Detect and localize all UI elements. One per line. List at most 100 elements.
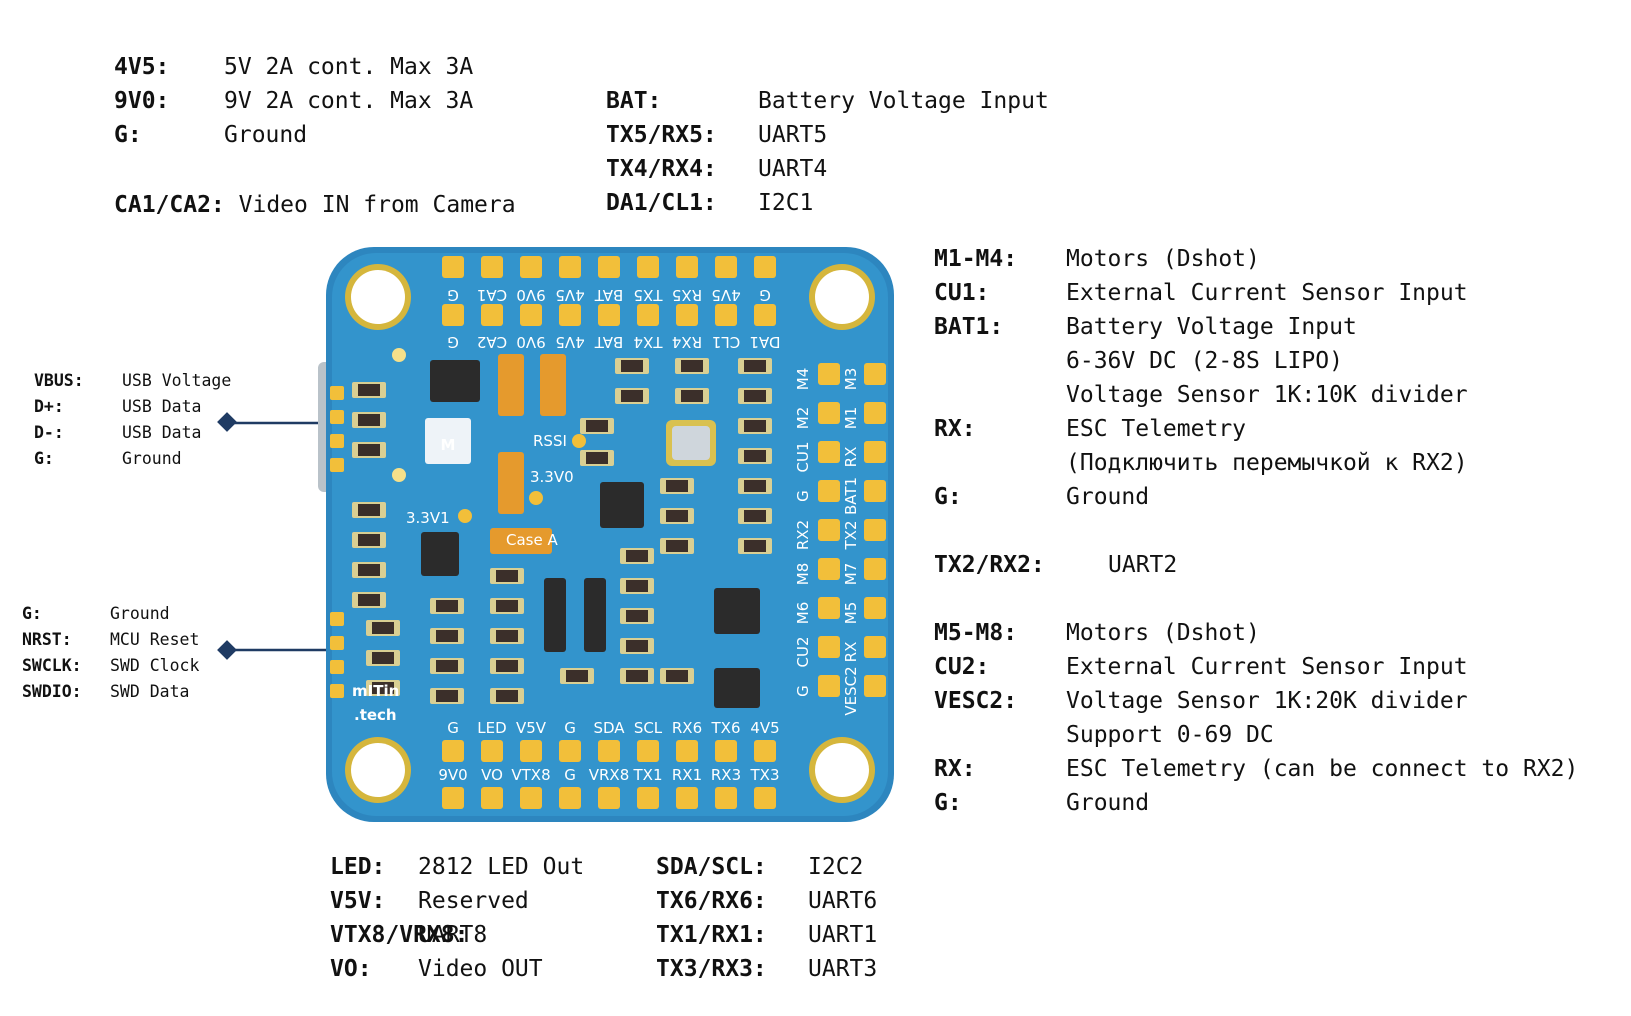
silk-right-1: M8	[794, 563, 812, 586]
silk-right-1: G	[794, 490, 812, 502]
legend-value: UART3	[808, 956, 878, 982]
legend-value: USB Data	[122, 423, 202, 442]
silk-top-1: BAT	[594, 286, 623, 304]
legend-row: VTX8/VRX8:UART8	[330, 922, 487, 948]
silk-right-1: M4	[794, 368, 812, 391]
pad-top-2	[481, 304, 503, 326]
legend-row: G:Ground	[934, 484, 1149, 510]
silk-right-2: TX2	[842, 521, 860, 551]
pad-right-2	[864, 636, 886, 658]
legend-value: I2C1	[758, 190, 814, 216]
pad-bottom-2	[442, 787, 464, 809]
pad-bottom-1	[754, 740, 776, 762]
legend-value: USB Data	[122, 397, 202, 416]
usb-pointer-diamond	[217, 412, 237, 432]
smd-resistor	[660, 478, 694, 494]
legend-value: USB Voltage	[122, 371, 232, 390]
pad-right-1	[818, 480, 840, 502]
smd-resistor	[660, 668, 694, 684]
legend-row: VO:Video OUT	[330, 956, 543, 982]
silk-top-1: 4V5	[711, 286, 740, 304]
smd-resistor	[560, 668, 594, 684]
pad-top-2	[754, 304, 776, 326]
swd-pointer-diamond	[217, 640, 237, 660]
legend-key: D-:	[34, 423, 64, 442]
legend-value: ESC Telemetry (can be connect to RX2)	[1066, 756, 1579, 782]
legend-value: UART2	[1108, 552, 1178, 578]
silk-bottom-1: 4V5	[750, 719, 779, 737]
silk-top-1: RX5	[672, 286, 702, 304]
legend-value: Ground	[122, 449, 182, 468]
legend-row: VBUS:USB Voltage	[34, 371, 231, 390]
pad-top-1	[598, 256, 620, 278]
smd-resistor	[620, 608, 654, 624]
legend-key: D+:	[34, 397, 64, 416]
legend-value: UART1	[808, 922, 878, 948]
legend-key: RX:	[934, 416, 976, 442]
legend-row: TX6/RX6:UART6	[656, 888, 877, 914]
legend-row: 4V5:5V 2A cont. Max 3A	[114, 54, 473, 80]
legend-row: TX2/RX2:UART2	[934, 552, 1177, 578]
legend-row: D+: USB Data	[34, 397, 201, 416]
smd-resistor	[620, 668, 654, 684]
legend-key: LED:	[330, 854, 386, 880]
smd-resistor	[490, 568, 524, 584]
legend-row: RX: ESC Telemetry	[934, 416, 1246, 442]
legend-row: M1-M4:Motors (Dshot)	[934, 246, 1260, 272]
smd-resistor	[490, 628, 524, 644]
pad-right-2	[864, 480, 886, 502]
legend-row: NRST:MCU Reset	[22, 630, 199, 649]
silk-bottom-2: TX1	[633, 766, 663, 784]
legend-row: CU1:External Current Sensor Input	[934, 280, 1468, 306]
silk-right-2: RX	[842, 642, 860, 663]
legend-row: TX5/RX5:UART5	[606, 122, 827, 148]
silk-right-1: G	[794, 685, 812, 697]
legend-value: Motors (Dshot)	[1066, 620, 1260, 646]
legend-key: G:	[934, 484, 962, 510]
pad-right-2	[864, 519, 886, 541]
legend-row: RX:ESC Telemetry (can be connect to RX2)	[934, 756, 1578, 782]
legend-value: 9V 2A cont. Max 3A	[224, 88, 474, 114]
legend-row: SWCLK:SWD Clock	[22, 656, 199, 675]
pad-bottom-1	[637, 740, 659, 762]
case-a-label: Case A	[506, 531, 558, 549]
legend-row: 9V0:9V 2A cont. Max 3A	[114, 88, 473, 114]
legend-key: CU2:	[934, 654, 990, 680]
legend-key: TX4/RX4:	[606, 156, 717, 182]
silk-bottom-1: TX6	[711, 719, 741, 737]
legend-key: G:	[114, 122, 142, 148]
smd-resistor	[366, 650, 400, 666]
smd-resistor	[352, 502, 386, 518]
pad-top-2	[676, 304, 698, 326]
legend-row: Support 0-69 DC	[934, 722, 1274, 748]
v33-1-label: 3.3V1	[406, 509, 450, 527]
legend-key: G:	[934, 790, 962, 816]
silk-right-1: M2	[794, 407, 812, 430]
pad-right-1	[818, 441, 840, 463]
legend-key: BAT:	[606, 88, 662, 114]
brand-line-1: mITin	[352, 682, 399, 700]
pad-bottom-2	[520, 787, 542, 809]
pad-bottom-2	[598, 787, 620, 809]
silk-right-1: CU1	[794, 442, 812, 473]
smd-resistor	[430, 688, 464, 704]
pad-right-2	[864, 441, 886, 463]
legend-key: DA1/CL1:	[606, 190, 717, 216]
legend-key: VESC2:	[934, 688, 1018, 714]
pad-right-1	[818, 558, 840, 580]
pad-bottom-2	[715, 787, 737, 809]
smd-resistor	[430, 628, 464, 644]
smd-resistor	[738, 448, 772, 464]
legend-value: ESC Telemetry	[1066, 416, 1247, 442]
silk-right-2: M7	[842, 563, 860, 586]
silk-top-2: TX4	[634, 333, 664, 351]
smd-resistor	[675, 358, 709, 374]
pad-top-1	[520, 256, 542, 278]
silk-bottom-1: SDA	[593, 719, 625, 737]
silk-top-2: BAT	[594, 333, 623, 351]
legend-value: UART8	[418, 922, 488, 948]
legend-row: SWDIO:SWD Data	[22, 682, 189, 701]
pad-bottom-1	[481, 740, 503, 762]
pad-group	[442, 256, 886, 809]
smd-resistor	[738, 538, 772, 554]
